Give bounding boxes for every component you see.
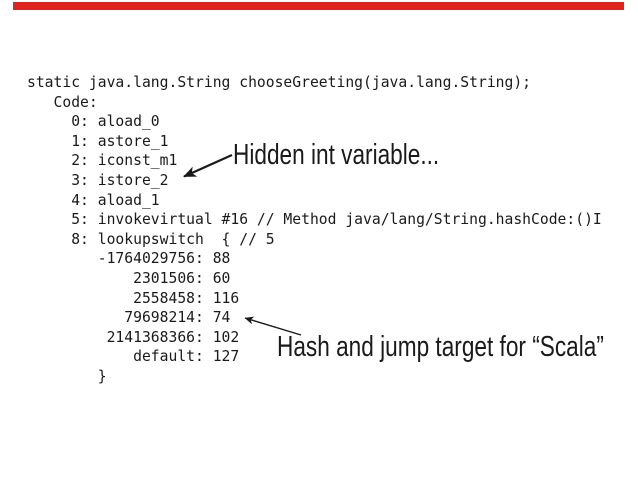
code-line: default: 127 bbox=[27, 348, 240, 366]
red-accent-bar bbox=[13, 2, 624, 10]
code-line: 4: aload_1 bbox=[27, 191, 160, 209]
code-line: static java.lang.String chooseGreeting(j… bbox=[27, 74, 532, 91]
code-line: 2141368366: 102 bbox=[27, 328, 240, 346]
code-line: Code: bbox=[27, 93, 98, 111]
code-line: 5: invokevirtual #16 // Method java/lang… bbox=[27, 211, 602, 229]
code-line: 8: lookupswitch { // 5 bbox=[27, 230, 275, 248]
code-line: -1764029756: 88 bbox=[27, 250, 231, 268]
code-line: 2: iconst_m1 bbox=[27, 152, 178, 170]
code-line: 79698214: 74 bbox=[27, 309, 231, 327]
code-line: 0: aload_0 bbox=[27, 113, 160, 131]
annotation-hash-jump-target: Hash and jump target for “Scala” bbox=[277, 331, 604, 363]
code-line: 2301506: 60 bbox=[27, 269, 231, 287]
bytecode-listing: static java.lang.String chooseGreeting(j… bbox=[27, 73, 602, 387]
code-line: 2558458: 116 bbox=[27, 289, 240, 307]
code-line: 3: istore_2 bbox=[27, 171, 169, 189]
annotation-hidden-int-variable: Hidden int variable... bbox=[233, 139, 440, 171]
code-line: } bbox=[27, 367, 107, 385]
code-line: 1: astore_1 bbox=[27, 132, 169, 150]
